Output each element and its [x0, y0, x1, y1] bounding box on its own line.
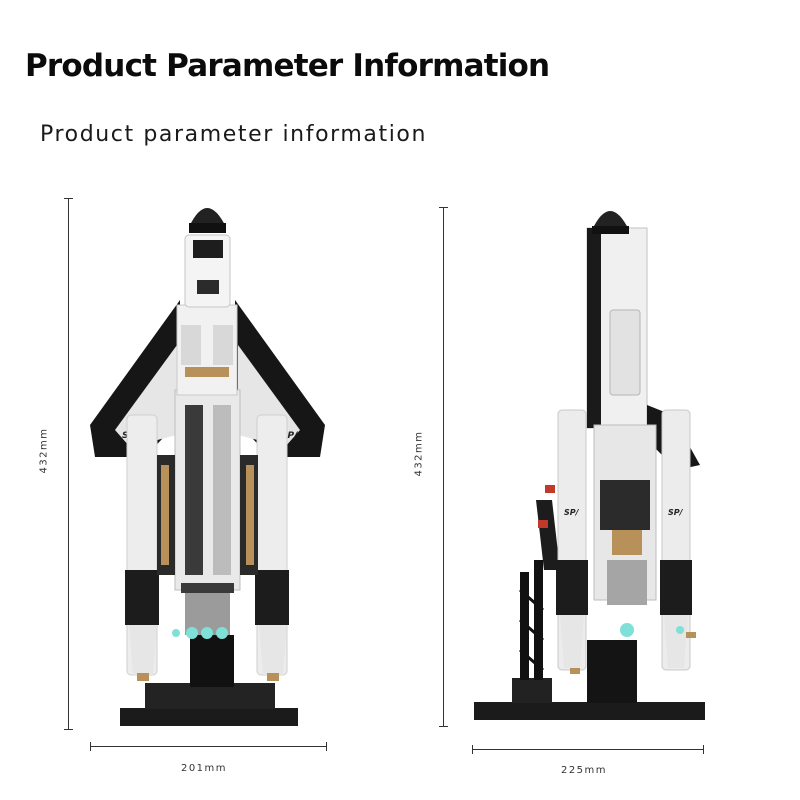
front-view-shuttle-image: SP/ SP/: [90, 208, 325, 726]
side-left-booster-logo: SP/: [564, 508, 580, 517]
page-subtitle: Product parameter information: [40, 122, 428, 147]
page-title: Product Parameter Information: [25, 48, 550, 84]
side-width-label: 225mm: [560, 765, 608, 776]
front-right-wing-logo: SP/: [281, 431, 298, 441]
side-view-shuttle-image: SP/ SP/: [474, 211, 705, 720]
front-height-label: 432mm: [38, 427, 50, 474]
side-height-label: 432mm: [413, 430, 425, 477]
front-width-label: 201mm: [180, 763, 228, 774]
side-right-booster-logo: SP/: [668, 508, 684, 517]
